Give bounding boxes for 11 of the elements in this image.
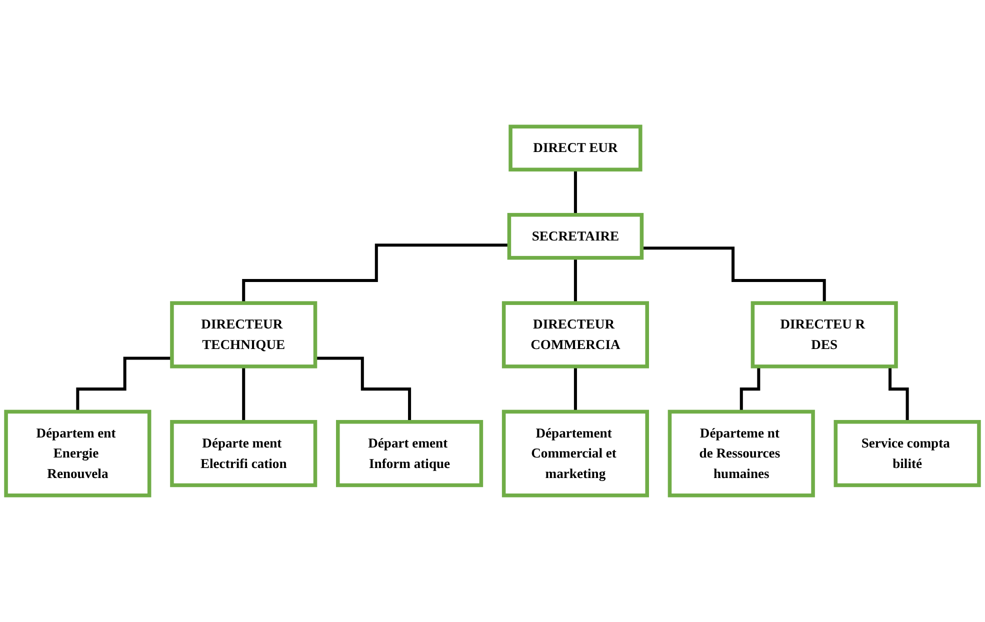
node-box: Service compta bilité xyxy=(834,420,981,488)
node-box: Départem ent Energie Renouvela xyxy=(4,410,152,498)
node-box: DIRECT EUR xyxy=(508,124,642,172)
node-box: Départeme nt de Ressources humaines xyxy=(668,410,815,498)
node-box: Départe ment Electrifi cation xyxy=(170,420,318,488)
node-box: Départ ement Inform atique xyxy=(336,420,484,488)
node-box: DIRECTEUR COMMERCIA xyxy=(502,301,649,368)
node-box: SECRETAIRE xyxy=(507,212,644,260)
node-box: DIRECTEUR TECHNIQUE xyxy=(170,301,318,368)
node-box: Département Commercial et marketing xyxy=(502,410,649,498)
node-box: DIRECTEU R DES xyxy=(750,301,898,368)
